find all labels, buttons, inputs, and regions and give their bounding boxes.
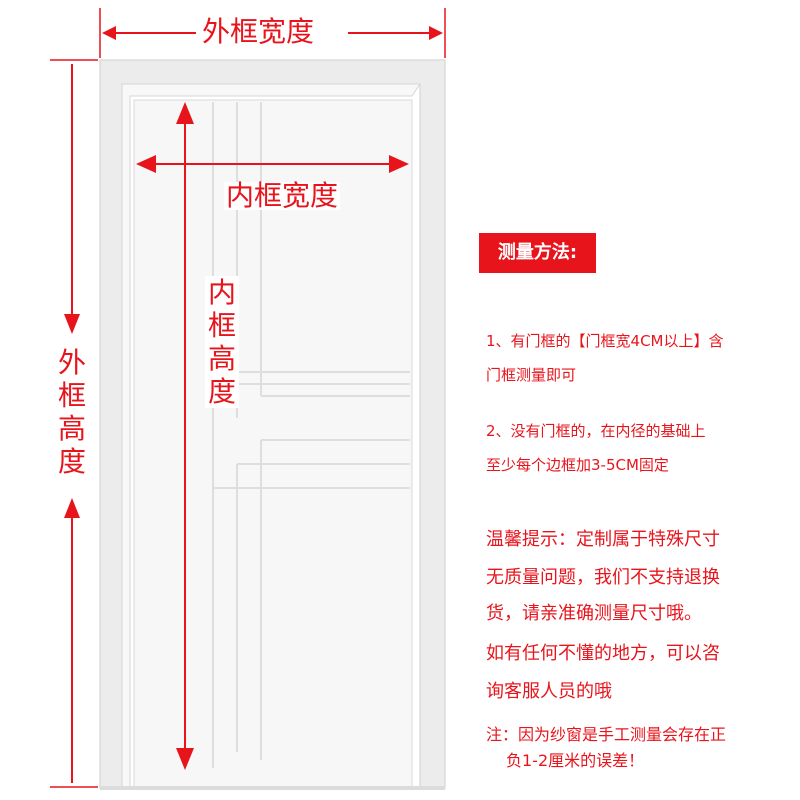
method-item-2-line-1: 2、没有门框的，在内径的基础上 bbox=[486, 422, 706, 440]
tip-line-3: 货，请亲准确测量尺寸哦。 bbox=[486, 603, 702, 624]
method-title: 测量方法: bbox=[479, 233, 596, 273]
inner-height-char: 度 bbox=[207, 375, 236, 408]
method-item-2-line-2: 至少每个边框加3-5CM固定 bbox=[486, 456, 669, 474]
method-item-1-line-2: 门框测量即可 bbox=[486, 366, 577, 384]
method-item-1-line-1: 1、有门框的【门框宽4CM以上】含 bbox=[486, 332, 724, 350]
warning-line-1: 注：因为纱窗是手工测量会存在正 bbox=[486, 725, 727, 744]
outer-height-char: 框 bbox=[57, 379, 86, 412]
inner-height-char: 高 bbox=[207, 342, 236, 375]
tip-line-2: 无质量问题，我们不支持退换 bbox=[486, 567, 720, 588]
outer-height-char: 高 bbox=[57, 412, 86, 445]
tip-line-1: 温馨提示：定制属于特殊尺寸 bbox=[486, 529, 720, 550]
door-floor-shadow bbox=[100, 786, 445, 790]
inner-width-label: 内框宽度 bbox=[224, 179, 341, 212]
outer-height-label: 外 框 高 度 bbox=[55, 346, 89, 478]
outer-height-arrow bbox=[50, 59, 98, 788]
inner-height-label: 内 框 高 度 bbox=[205, 276, 239, 408]
outer-height-char: 度 bbox=[57, 445, 86, 478]
warning-line-2: 负1-2厘米的误差！ bbox=[506, 751, 645, 770]
outer-width-arrow bbox=[99, 8, 446, 58]
inner-width-arrow bbox=[136, 155, 409, 173]
tip-line-5: 询客服人员的哦 bbox=[486, 681, 612, 702]
inner-height-arrow bbox=[176, 102, 194, 770]
door-grooves bbox=[212, 102, 410, 768]
outer-height-char: 外 bbox=[57, 346, 86, 379]
tip-line-4: 如有任何不懂的地方，可以咨 bbox=[486, 643, 720, 664]
inner-height-char: 框 bbox=[207, 309, 236, 342]
inner-height-char: 内 bbox=[207, 276, 236, 309]
outer-width-label: 外框宽度 bbox=[198, 18, 319, 46]
door-slab bbox=[133, 99, 413, 789]
